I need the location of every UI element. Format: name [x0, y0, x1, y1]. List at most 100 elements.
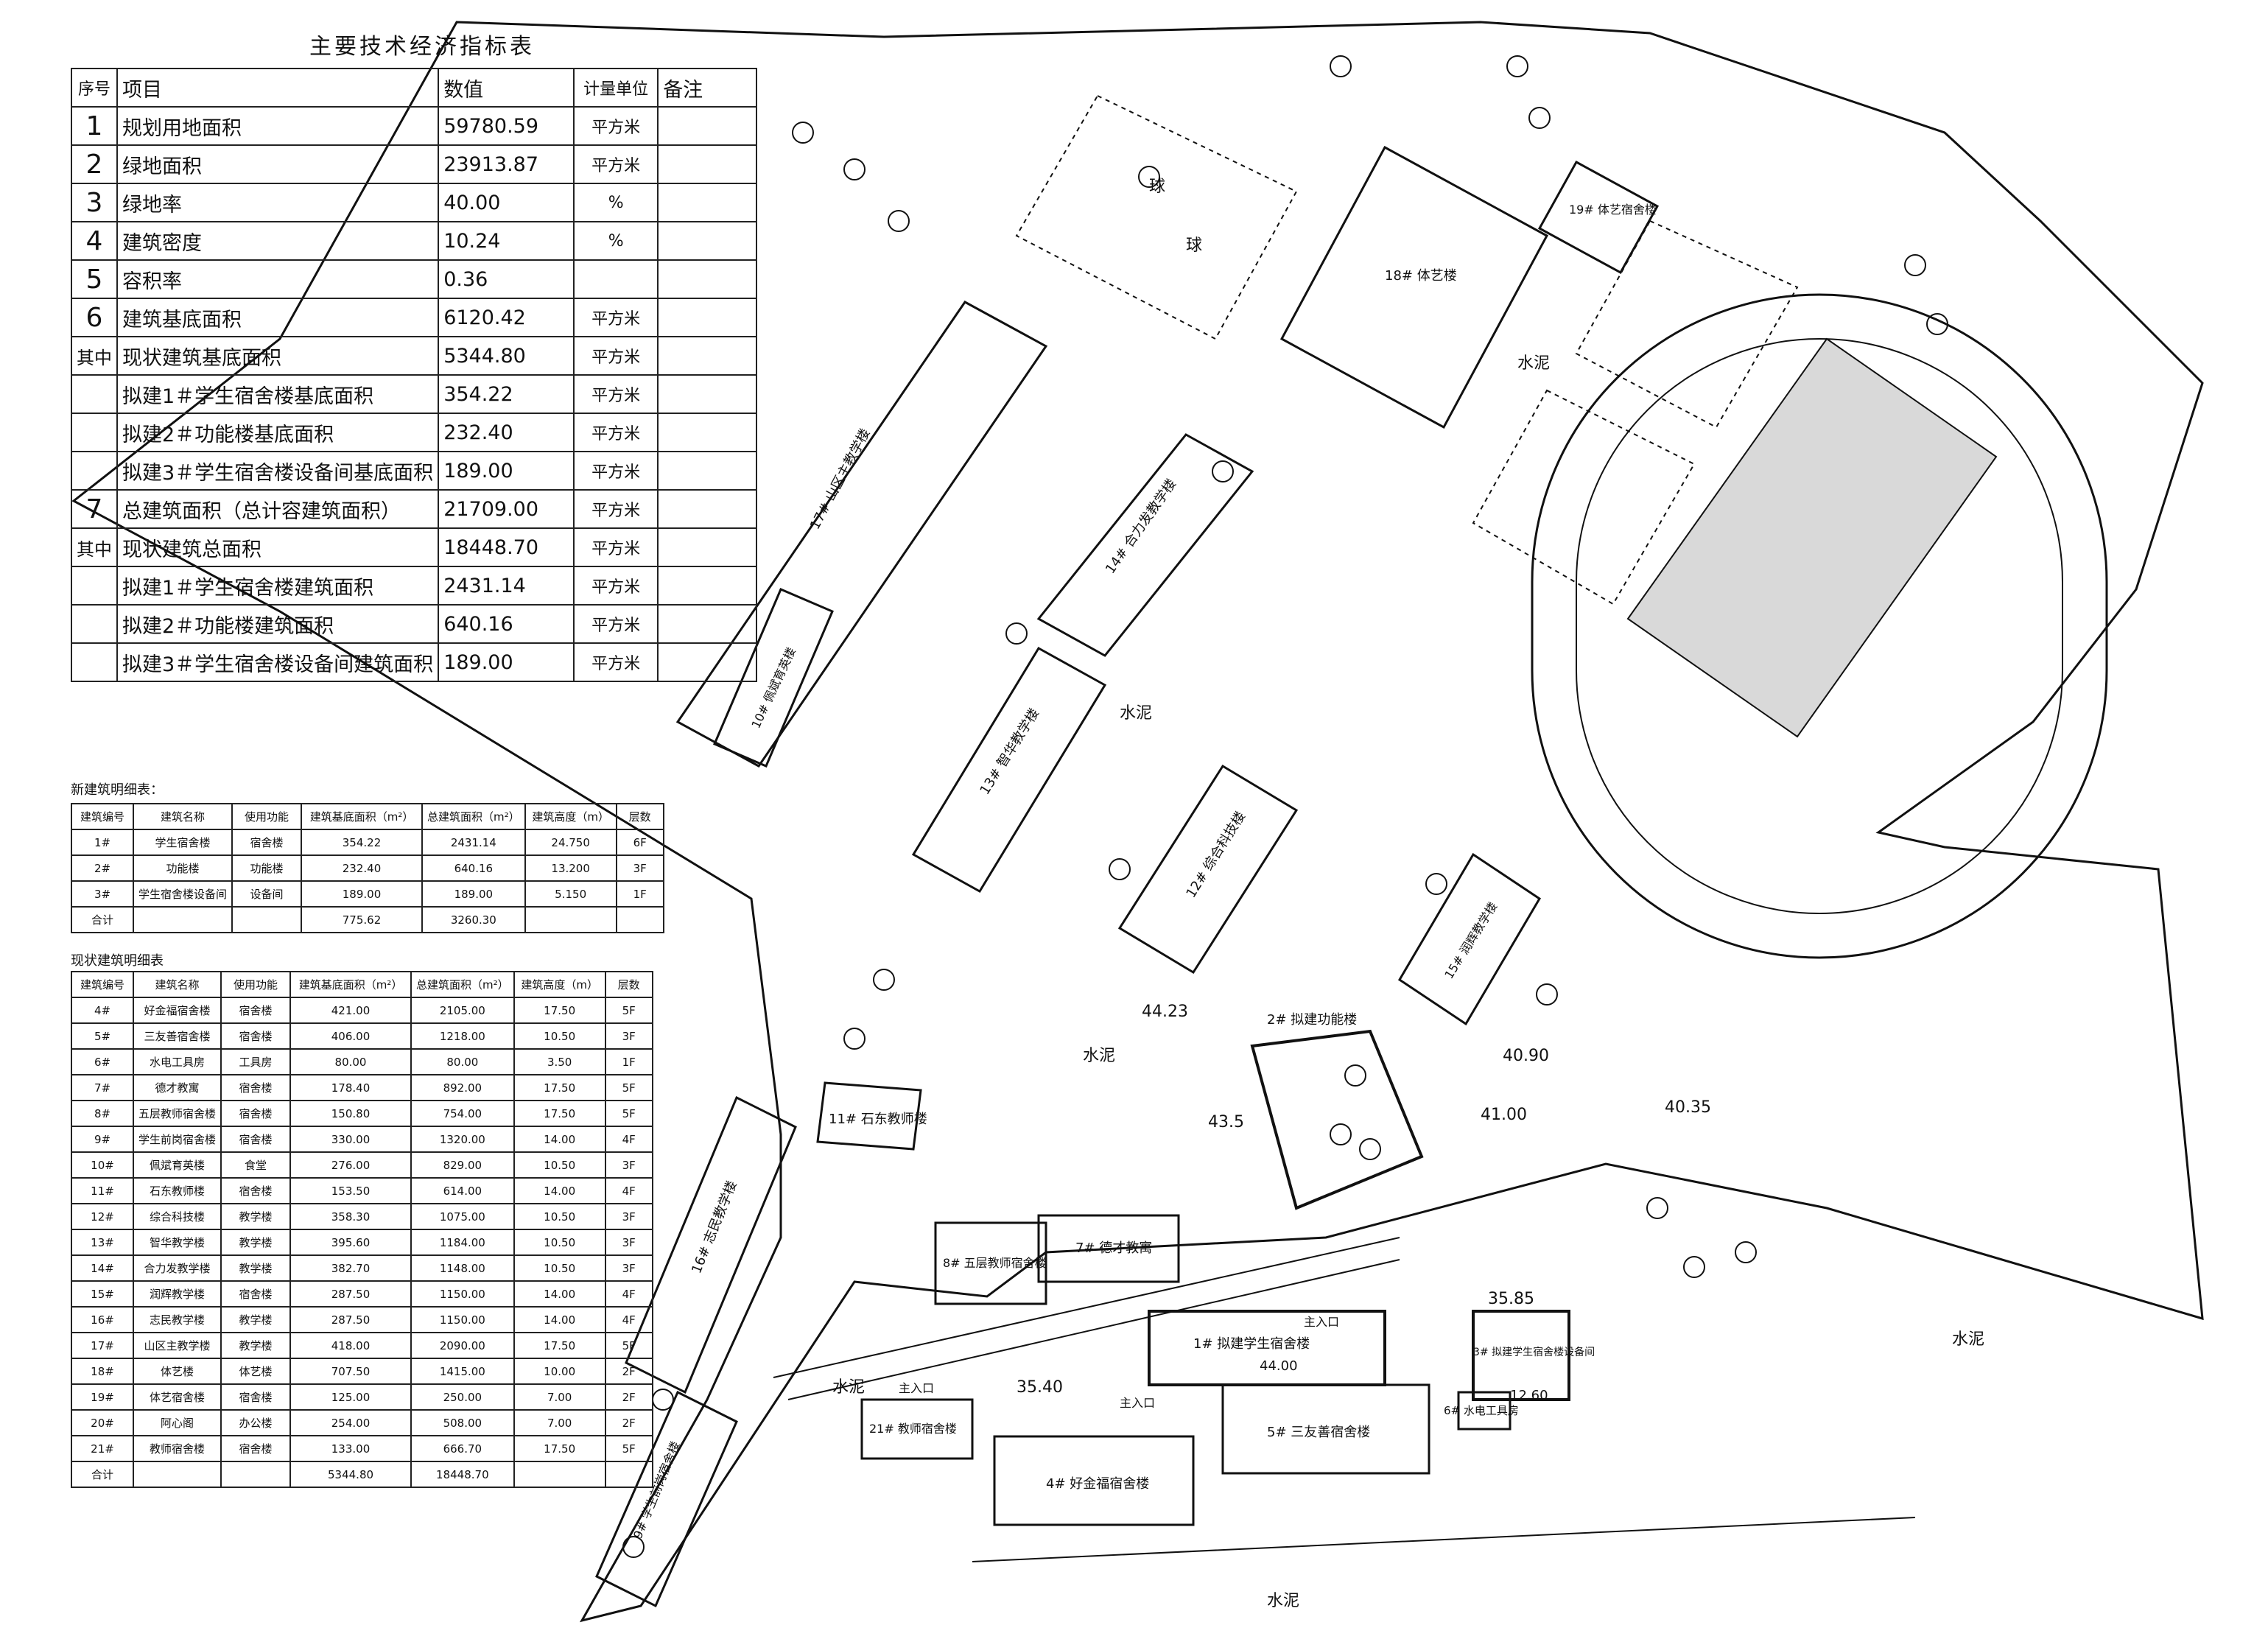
ball-court-mid: [1575, 220, 1799, 429]
table-header-row: 序号 项目 数值 计量单位 备注: [71, 68, 758, 108]
current-buildings-body: 建筑编号建筑名称使用功能建筑基底面积（m²）总建筑面积（m²）建筑高度（m）层数…: [71, 971, 653, 1488]
cell-item: 规划用地面积: [116, 106, 440, 146]
building-12: [1117, 764, 1299, 975]
cell: 153.50: [289, 1177, 412, 1204]
cell: 合计: [71, 1461, 134, 1488]
cell: 建筑名称: [132, 971, 222, 998]
label-entrance-1: 主入口: [1304, 1315, 1339, 1329]
cell: 2090.00: [410, 1332, 515, 1359]
cell: 287.50: [289, 1306, 412, 1333]
cell: 666.70: [410, 1435, 515, 1462]
cell: 建筑高度（m）: [524, 803, 617, 830]
cell: 3F: [604, 1203, 653, 1230]
cell: [604, 1461, 653, 1488]
cell-value: 10.24: [438, 221, 575, 261]
cell: 892.00: [410, 1074, 515, 1101]
label-b2: 2# 拟建功能楼: [1267, 1012, 1357, 1028]
cell: 421.00: [289, 997, 412, 1024]
cell: 石东教师楼: [132, 1177, 222, 1204]
cell: 133.00: [289, 1435, 412, 1462]
label-elev-7: 43.5: [1208, 1113, 1244, 1131]
cell: 5F: [604, 1100, 653, 1127]
cell: 宿舍楼: [220, 997, 292, 1024]
cell: 教学楼: [220, 1332, 292, 1359]
cell: 150.80: [289, 1100, 412, 1127]
building-17: [675, 301, 1048, 768]
cell: 体艺宿舍楼: [132, 1383, 222, 1411]
cell-unit: 平方米: [573, 642, 659, 682]
building-2-new: [1250, 1029, 1424, 1210]
cell: 建筑编号: [71, 971, 134, 998]
label-b6: 6# 水电工具房: [1444, 1404, 1519, 1417]
label-b21: 21# 教师宿舍楼: [869, 1422, 957, 1436]
cell: 1150.00: [410, 1306, 515, 1333]
cell: 254.00: [289, 1409, 412, 1436]
cell: 功能楼: [231, 854, 303, 882]
cell-no: 1: [71, 106, 118, 146]
cell-unit: 平方米: [573, 336, 659, 376]
label-elev-2: 35.85: [1488, 1290, 1534, 1308]
cell-item: 绿地率: [116, 183, 440, 222]
cell: 五层教师宿舍楼: [132, 1100, 222, 1127]
label-b17: 17# 山区主教学楼: [807, 427, 874, 533]
cell-item: 建筑密度: [116, 221, 440, 261]
cell: 学生宿舍楼设备间: [132, 880, 234, 908]
cell: 1#: [71, 829, 134, 856]
cell: 综合科技楼: [132, 1203, 222, 1230]
cell: 学生宿舍楼: [132, 829, 234, 856]
cell: 14.00: [513, 1306, 606, 1333]
cell: 教学楼: [220, 1203, 292, 1230]
cell: 教师宿舍楼: [132, 1435, 222, 1462]
cell: 80.00: [410, 1048, 515, 1075]
cell-no: [71, 604, 118, 644]
label-b12: 12# 综合科技楼: [1183, 809, 1249, 901]
cell: 13.200: [524, 854, 617, 882]
cell: 614.00: [410, 1177, 515, 1204]
label-b3: 3# 拟建学生宿舍楼设备间: [1473, 1346, 1595, 1358]
cell-value: 6120.42: [438, 298, 575, 337]
cell: 276.00: [289, 1151, 412, 1179]
building-11: [816, 1081, 922, 1151]
cell: 6#: [71, 1048, 134, 1075]
cell-item: 拟建2＃功能楼建筑面积: [116, 604, 440, 644]
cell-unit: 平方米: [573, 298, 659, 337]
cell: 17.50: [513, 997, 606, 1024]
label-entrance-2: 主入口: [899, 1381, 934, 1395]
cell: 10.50: [513, 1022, 606, 1050]
cell-value: 2431.14: [438, 566, 575, 606]
cell: 4F: [604, 1306, 653, 1333]
cell: 10.50: [513, 1203, 606, 1230]
cell: 合力发教学楼: [132, 1254, 222, 1282]
cell-unit: 平方米: [573, 413, 659, 452]
cell-value: 59780.59: [438, 106, 575, 146]
cell: 10.00: [513, 1358, 606, 1385]
cell: 宿舍楼: [220, 1435, 292, 1462]
cell: 1184.00: [410, 1229, 515, 1256]
cell: 14.00: [513, 1280, 606, 1308]
cell-no: 其中: [71, 336, 118, 376]
cell: 设备间: [231, 880, 303, 908]
cell: 287.50: [289, 1280, 412, 1308]
cell-value: 640.16: [438, 604, 575, 644]
label-cement-3: 水泥: [1083, 1047, 1115, 1065]
cell: 佩斌育英楼: [132, 1151, 222, 1179]
cell: [524, 906, 617, 933]
cell: 1218.00: [410, 1022, 515, 1050]
cell: 508.00: [410, 1409, 515, 1436]
cell-note: [657, 259, 758, 299]
building-10: [713, 588, 834, 768]
cell: 体艺楼: [220, 1358, 292, 1385]
